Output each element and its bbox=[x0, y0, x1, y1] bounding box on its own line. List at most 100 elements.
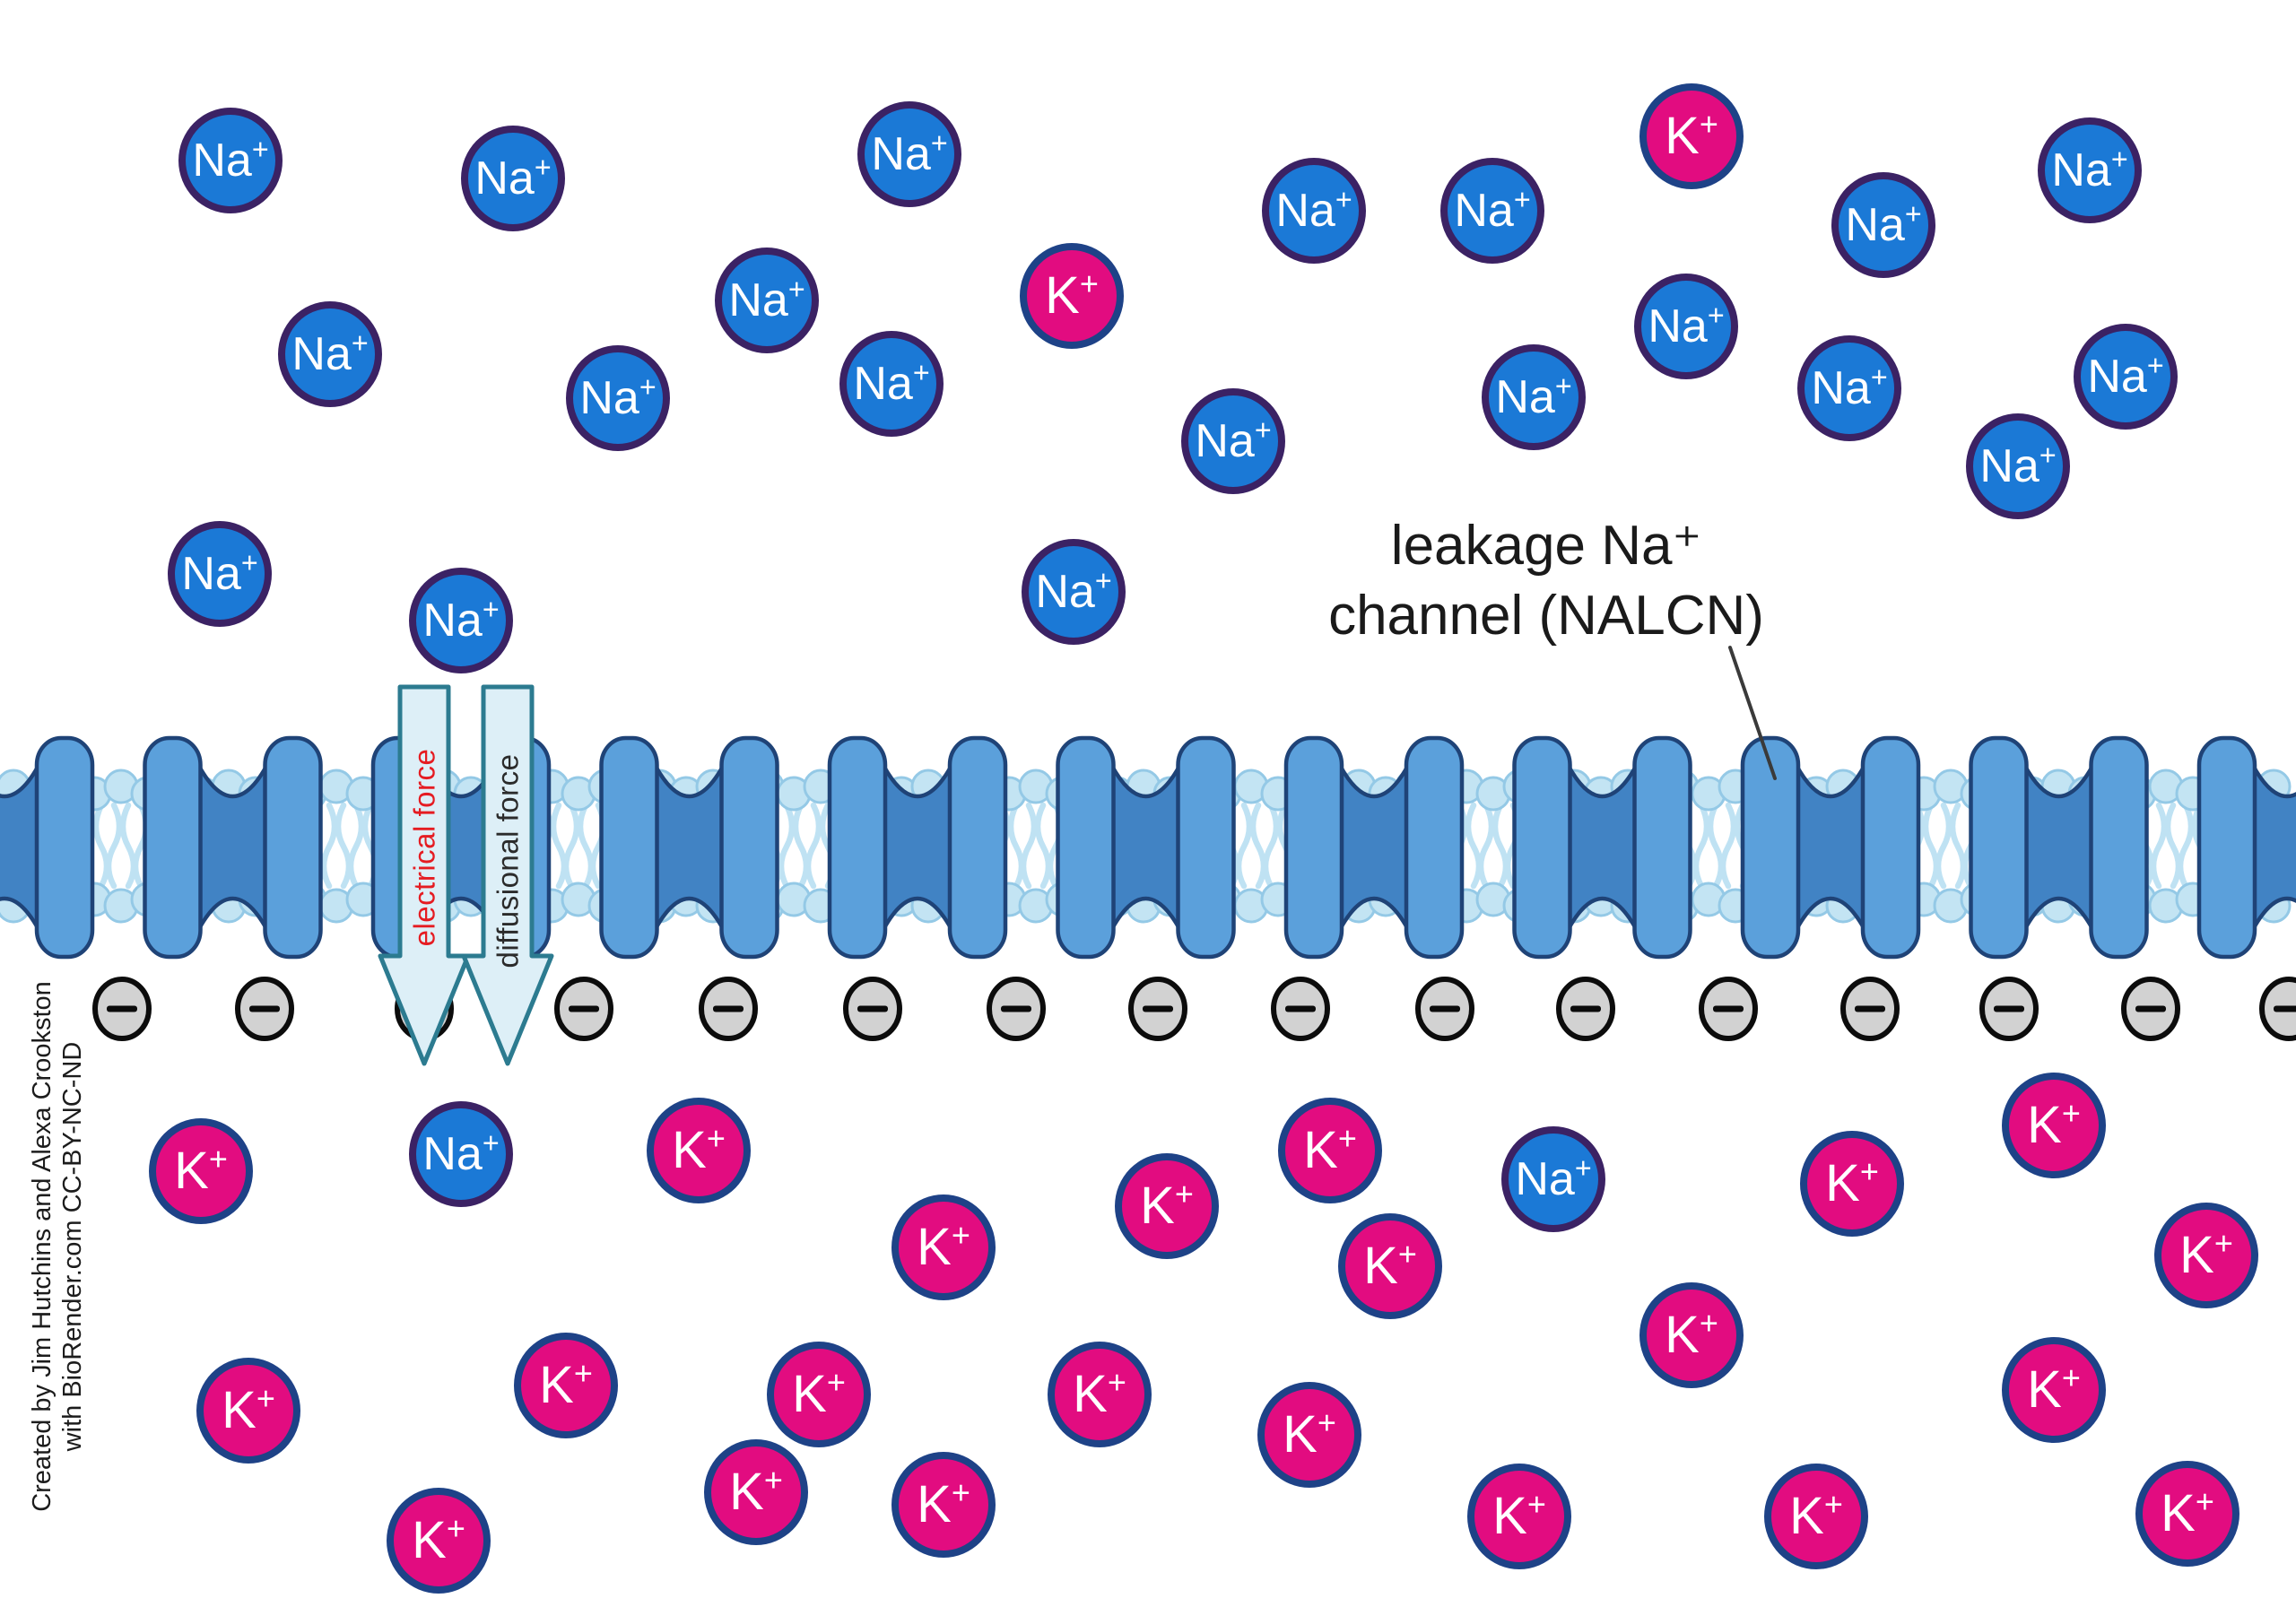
ion-label: K+ bbox=[1665, 1304, 1718, 1364]
na-ion-extracellular: Na+ bbox=[1022, 539, 1126, 645]
k-ion-intracellular: K+ bbox=[647, 1098, 751, 1203]
ion-label: Na+ bbox=[422, 1126, 500, 1180]
minus-icon bbox=[857, 1005, 888, 1012]
negative-charge bbox=[699, 977, 758, 1041]
channel-pillar bbox=[34, 735, 95, 960]
k-ion-intracellular: K+ bbox=[514, 1333, 618, 1438]
minus-icon bbox=[1001, 1005, 1031, 1012]
electrical-force-arrow-shape bbox=[378, 684, 471, 1066]
lipid-tail bbox=[347, 802, 365, 890]
diffusional-force-label: diffusional force bbox=[491, 753, 525, 968]
negative-charge bbox=[92, 977, 152, 1041]
leakage-channel-label: leakage Na⁺ channel (NALCN) bbox=[1277, 511, 1815, 651]
k-ion-intracellular: K+ bbox=[1257, 1382, 1361, 1488]
ion-label: Na+ bbox=[291, 326, 369, 380]
attribution-line2: with BioRender.com CC-BY-NC-ND bbox=[58, 1041, 87, 1452]
minus-icon bbox=[1143, 1005, 1173, 1012]
channel-protein bbox=[2196, 735, 2296, 960]
ion-label: K+ bbox=[222, 1379, 275, 1439]
ion-label: Na+ bbox=[1811, 360, 1888, 414]
ion-label: K+ bbox=[412, 1509, 465, 1569]
lipid-tail bbox=[1719, 802, 1737, 890]
ion-label: Na+ bbox=[192, 133, 269, 187]
ion-label: K+ bbox=[1492, 1485, 1546, 1545]
na-ion-extracellular: Na+ bbox=[2038, 117, 2142, 223]
minus-icon bbox=[713, 1005, 744, 1012]
ion-label: K+ bbox=[1789, 1485, 1843, 1545]
ion-label: K+ bbox=[917, 1216, 970, 1276]
minus-icon bbox=[1994, 1005, 2024, 1012]
lipid-tail bbox=[2164, 802, 2182, 890]
negative-charge bbox=[1556, 977, 1615, 1041]
electrical-force-label: electrical force bbox=[408, 749, 441, 947]
channel-pore bbox=[2247, 757, 2296, 938]
lipid-tail bbox=[778, 802, 796, 890]
negative-charge bbox=[1979, 977, 2039, 1041]
minus-icon bbox=[569, 1005, 599, 1012]
ion-label: K+ bbox=[917, 1473, 970, 1533]
ion-label: K+ bbox=[2027, 1359, 2081, 1419]
ion-label: Na+ bbox=[1845, 197, 1922, 251]
channel-protein bbox=[143, 735, 323, 960]
ion-label: Na+ bbox=[422, 593, 500, 647]
k-ion-intracellular: K+ bbox=[1764, 1464, 1868, 1569]
ion-label: K+ bbox=[1045, 265, 1099, 325]
ion-label: Na+ bbox=[1495, 369, 1572, 423]
minus-icon bbox=[1430, 1005, 1460, 1012]
na-ion-intracellular: Na+ bbox=[1501, 1126, 1605, 1232]
minus-icon bbox=[107, 1005, 137, 1012]
minus-icon bbox=[1570, 1005, 1601, 1012]
channel-pillar bbox=[1740, 735, 1801, 960]
minus-icon bbox=[1713, 1005, 1744, 1012]
na-ion-extracellular: Na+ bbox=[839, 331, 944, 437]
lipid-tail bbox=[1949, 802, 1967, 890]
k-ion-intracellular: K+ bbox=[1048, 1342, 1152, 1447]
channel-protein bbox=[827, 735, 1008, 960]
na-ion-extracellular: Na+ bbox=[1181, 388, 1285, 494]
channel-protein bbox=[0, 735, 95, 960]
ion-label: Na+ bbox=[2051, 143, 2128, 196]
lipid-tail bbox=[92, 802, 110, 890]
minus-icon bbox=[1285, 1005, 1316, 1012]
ion-label: Na+ bbox=[1035, 564, 1112, 618]
na-ion-extracellular: Na+ bbox=[461, 126, 565, 231]
na-ion-extracellular: Na+ bbox=[1262, 158, 1366, 264]
negative-charge bbox=[1699, 977, 1758, 1041]
lipid-tail bbox=[562, 802, 580, 890]
channel-protein bbox=[1969, 735, 2149, 960]
ion-label: Na+ bbox=[1648, 299, 1725, 352]
k-ion-intracellular: K+ bbox=[2154, 1203, 2258, 1308]
channel-protein bbox=[1512, 735, 1692, 960]
ion-label: K+ bbox=[1303, 1119, 1357, 1179]
ion-label: K+ bbox=[672, 1119, 726, 1179]
na-ion-extracellular: Na+ bbox=[1440, 158, 1544, 264]
k-ion-intracellular: K+ bbox=[2002, 1073, 2106, 1178]
lipid-tail bbox=[550, 802, 568, 890]
na-ion-extracellular: Na+ bbox=[566, 345, 670, 451]
attribution-credit: Created by Jim Hutchins and Alexa Crooks… bbox=[27, 924, 88, 1569]
k-ion-intracellular: K+ bbox=[1639, 1282, 1744, 1388]
channel-pillar bbox=[719, 735, 779, 960]
channel-protein bbox=[1056, 735, 1236, 960]
channel-pillar bbox=[1283, 735, 1344, 960]
lipid-tail bbox=[1034, 802, 1052, 890]
channel-pillar bbox=[599, 735, 659, 960]
na-ion-intracellular: Na+ bbox=[409, 1101, 513, 1207]
channel-proteins bbox=[0, 735, 2296, 960]
k-ion-intracellular: K+ bbox=[891, 1194, 996, 1300]
lipid-tail bbox=[320, 802, 338, 890]
minus-icon bbox=[2135, 1005, 2166, 1012]
ion-label: Na+ bbox=[579, 370, 657, 424]
ion-label: K+ bbox=[539, 1354, 593, 1414]
ion-label: K+ bbox=[792, 1363, 846, 1423]
negative-charge bbox=[2121, 977, 2180, 1041]
lipid-tail bbox=[577, 802, 595, 890]
ion-label: K+ bbox=[1073, 1363, 1126, 1423]
channel-pillar bbox=[1860, 735, 1921, 960]
negative-charge bbox=[1415, 977, 1474, 1041]
ion-label: K+ bbox=[2027, 1094, 2081, 1154]
lipid-tail bbox=[1007, 802, 1025, 890]
na-ion-extracellular: Na+ bbox=[857, 101, 961, 207]
leakage-channel-label-line2: channel (NALCN) bbox=[1328, 585, 1764, 647]
